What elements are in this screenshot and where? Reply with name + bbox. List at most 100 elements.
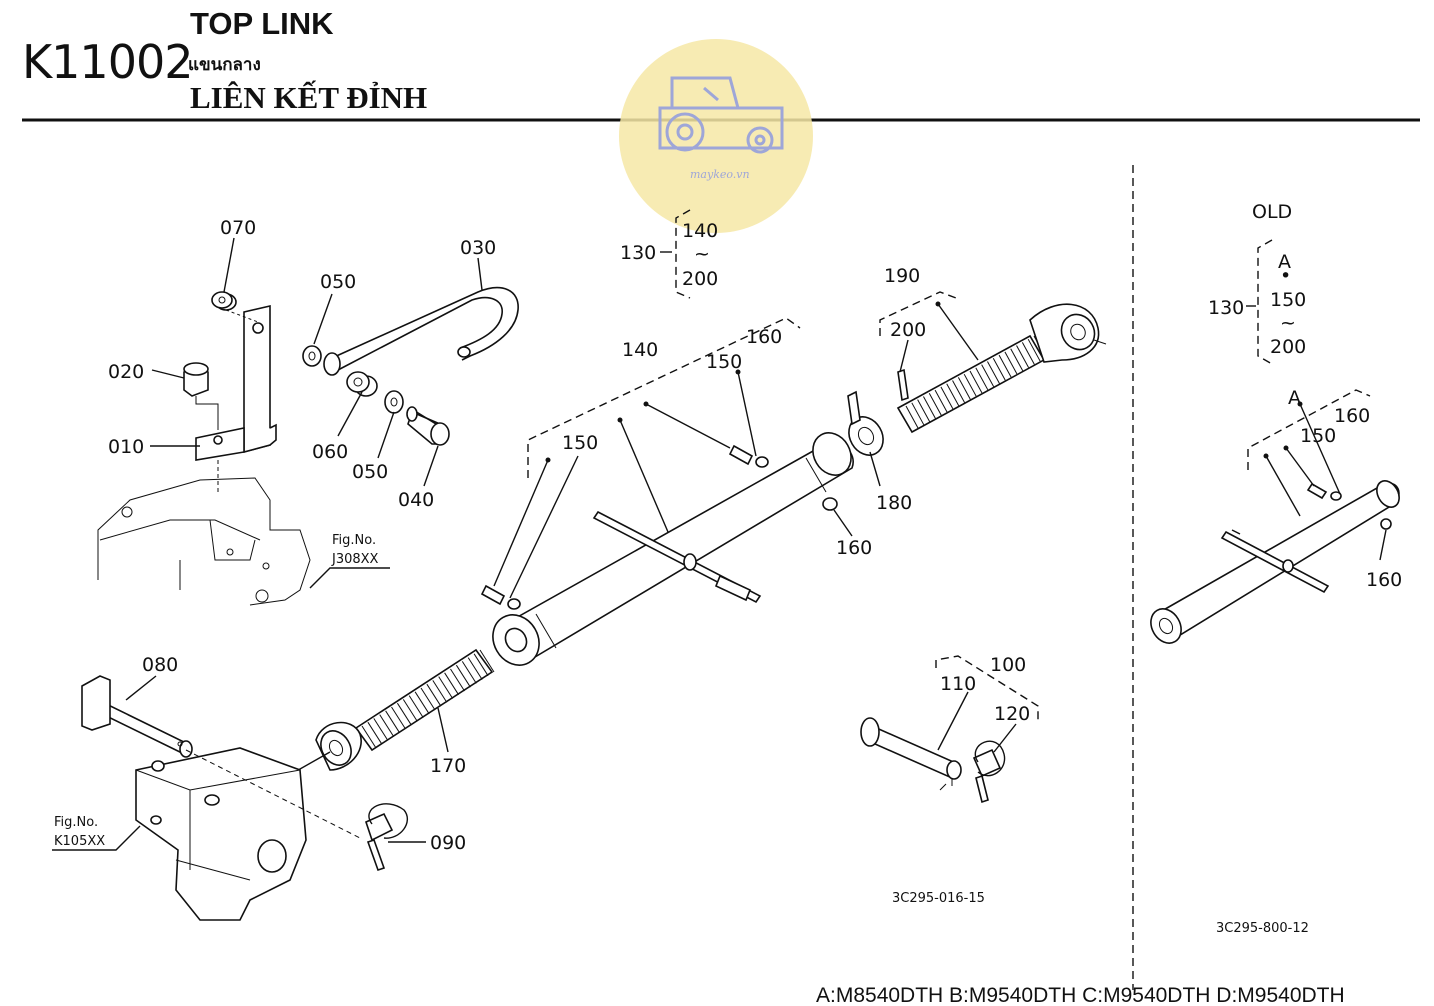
label-050-upper: 050 [320, 271, 356, 293]
thread-ring [432, 680, 448, 703]
title-vietnamese: LIÊN KẾT ĐỈNH [190, 79, 427, 115]
pin-080 [81, 675, 193, 758]
label-080: 080 [142, 654, 178, 676]
label-160-plug: 160 [836, 537, 872, 559]
label-040: 040 [398, 489, 434, 511]
thread-ring [1021, 342, 1035, 365]
hitch-assembly [81, 675, 409, 921]
thread-ring [917, 399, 931, 422]
lock-nut-180 [847, 390, 884, 456]
thread-ring [450, 668, 465, 692]
title-english: TOP LINK [190, 6, 334, 41]
label-180: 180 [876, 492, 912, 514]
old-panel-title: OLD [1252, 201, 1292, 223]
thread-ring [1004, 351, 1018, 375]
lynch-pin-090 [365, 803, 409, 872]
thread-ring [408, 695, 424, 718]
threaded-end-190 [896, 303, 1107, 434]
hitch-bracket [135, 747, 307, 921]
old-label-160-plug: 160 [1366, 569, 1402, 591]
label-090: 090 [430, 832, 466, 854]
label-140: 140 [622, 339, 658, 361]
thread-ring [923, 396, 936, 419]
part-group-code: K11002 [22, 35, 193, 89]
thread-ring [981, 364, 995, 387]
thread-ring [1027, 338, 1041, 362]
pin-set-100 [860, 717, 1006, 804]
thread-ring [987, 361, 1000, 384]
old-panel: OLD A • 150 ~ 200 130 A 160 150 160 3C29… [1208, 201, 1402, 936]
thread-ring [402, 699, 418, 722]
thread-ring [379, 714, 395, 737]
washer-050-lower [384, 390, 404, 414]
label-150-right: 150 [706, 351, 742, 373]
thread-ring [1010, 348, 1024, 371]
housing-outline [97, 477, 311, 606]
thread-ring [992, 358, 1006, 381]
label-100: 100 [990, 654, 1026, 676]
fig-ref-number: K105XX [54, 834, 105, 849]
thread-ring [420, 687, 436, 711]
watermark-text: maykeo.vn [690, 168, 750, 181]
thread-ring [998, 354, 1012, 378]
label-130: 130 [620, 242, 656, 264]
spring-pin-200 [897, 368, 909, 402]
nut-070 [211, 291, 237, 311]
drawing-number-old: 3C295-800-12 [1216, 921, 1309, 936]
label-200-range-end: 200 [682, 268, 718, 290]
thread-ring [957, 377, 971, 400]
label-range-tilde: ~ [694, 243, 710, 265]
label-170: 170 [430, 755, 466, 777]
old-label-tilde: ~ [1280, 312, 1296, 334]
thread-ring [414, 691, 430, 715]
old-label-150: 150 [1300, 425, 1336, 447]
grease-fitting-150-right [728, 444, 769, 468]
collar-060 [346, 371, 378, 397]
thread-ring [473, 653, 489, 677]
thread-ring [373, 718, 389, 741]
old-label-160-upper: 160 [1334, 405, 1370, 427]
thread-ring [467, 657, 483, 680]
thread-ring [928, 393, 942, 416]
thread-ring [396, 702, 412, 726]
title-thai: แขนกลาง [188, 55, 261, 75]
fig-ref-j308xx: Fig.No. J308XX [309, 533, 390, 589]
thread-ring [444, 672, 460, 696]
thread-ring [479, 649, 495, 673]
pin-110 [864, 724, 960, 780]
thread-ring [361, 725, 377, 749]
fig-ref-number: J308XX [331, 552, 379, 567]
plug-160 [822, 497, 838, 511]
label-140-range-start: 140 [682, 220, 718, 242]
thread-ring [385, 710, 401, 734]
label-120: 120 [994, 703, 1030, 725]
fig-ref-label: Fig.No. [54, 815, 98, 830]
old-top-link-body [1150, 480, 1400, 644]
part-labels: 070 050 030 020 010 060 050 040 140 ~ 20… [108, 217, 1030, 854]
thread-ring [455, 664, 471, 688]
old-label-130: 130 [1208, 297, 1244, 319]
bolt-040 [406, 406, 450, 446]
leader-lines [125, 237, 1387, 843]
label-200: 200 [890, 319, 926, 341]
thread-ring [963, 373, 977, 397]
group-brackets [527, 209, 1371, 720]
label-150-left: 150 [562, 432, 598, 454]
label-070: 070 [220, 217, 256, 239]
thread-ring [1016, 345, 1029, 368]
tractor-icon [658, 76, 784, 154]
lynch-pin-120 [972, 740, 1006, 804]
fig-ref-label: Fig.No. [332, 533, 376, 548]
watermark-circle [619, 39, 813, 233]
fig-ref-k105xx: Fig.No. K105XX [52, 815, 141, 851]
thread-ring [940, 386, 954, 410]
old-label-200-range: 200 [1270, 336, 1306, 358]
label-020: 020 [108, 361, 144, 383]
old-label-150-range: 150 [1270, 289, 1306, 311]
thread-ring [367, 721, 383, 745]
label-010: 010 [108, 436, 144, 458]
drawing-number-main: 3C295-016-15 [892, 891, 985, 906]
old-label-A-top: A [1278, 251, 1291, 273]
thread-ring [911, 402, 925, 426]
thread-ring [969, 370, 983, 394]
